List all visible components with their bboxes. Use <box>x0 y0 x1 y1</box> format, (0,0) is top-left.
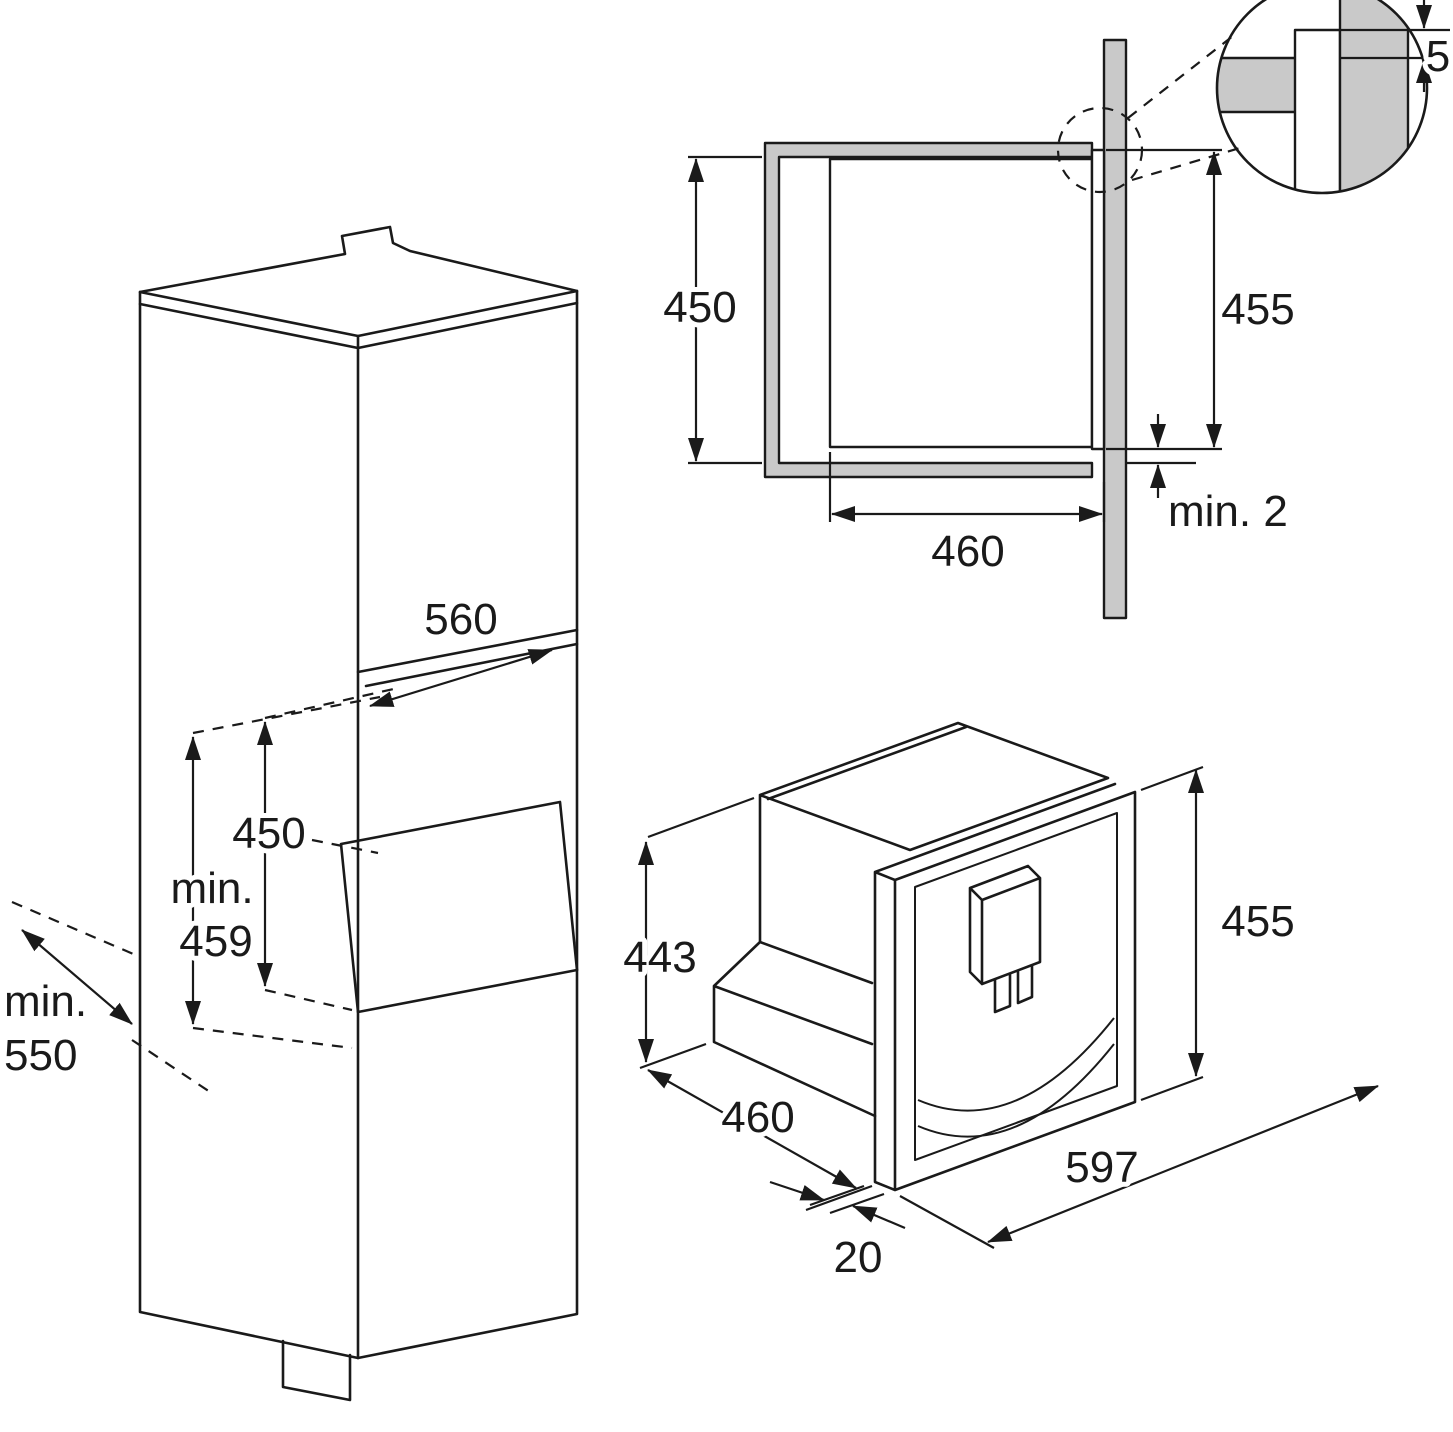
dim-label-section-455: 455 <box>1221 285 1294 334</box>
niche-shelf <box>339 800 579 1014</box>
dim-min-depth-ext-top <box>11 900 139 958</box>
gap-detail-circle-outline <box>1215 0 1429 195</box>
dim-label-niche-height: 450 <box>232 809 305 858</box>
dim-section-455-exts <box>1106 148 1222 451</box>
dim-label-min-depth-line1: min. <box>4 977 87 1026</box>
appliance-body-section <box>828 157 1094 449</box>
dim-label-front-width: 597 <box>1065 1143 1138 1192</box>
dim-20-exts <box>809 1184 885 1215</box>
dim-20-arrow-left <box>769 1180 825 1202</box>
dim-label-min-depth-line2: 550 <box>4 1031 77 1080</box>
furniture-front-panel-section <box>1102 38 1128 620</box>
figure-cabinet-isometric: 560 450 min. 459 min. 550 <box>0 225 579 1402</box>
dim-min-height-ext-top <box>192 695 381 735</box>
figure-gap-detail: 5 <box>1215 0 1453 195</box>
cabinet-plinth-notch <box>281 1339 352 1402</box>
appliance-body <box>712 721 1110 1118</box>
dim-label-body-depth: 460 <box>721 1093 794 1142</box>
drip-tray-curves <box>917 1017 1115 1138</box>
dim-gap5-exts <box>1340 28 1450 60</box>
dim-20-arrow-right <box>852 1204 906 1230</box>
dim-min-height-ext-bottom <box>192 1026 353 1050</box>
appliance-front-lip-section <box>1090 148 1106 451</box>
dim-455-exts <box>1140 765 1204 1102</box>
dim-label-front-thickness: 20 <box>834 1233 883 1282</box>
detail-leader-lines <box>1127 31 1241 182</box>
dim-label-niche-width: 560 <box>424 595 497 644</box>
figure-appliance-isometric: 443 460 455 597 20 <box>618 721 1379 1287</box>
dim-label-section-450: 450 <box>663 283 736 332</box>
detail-appliance-front-lip <box>1293 28 1342 192</box>
dim-min-depth-arrow <box>21 929 133 1025</box>
dim-label-gap5: 5 <box>1426 32 1450 81</box>
dim-section-450-exts <box>688 155 762 465</box>
dim-min-depth-ext-bottom <box>131 1039 211 1093</box>
niche-walls-section <box>763 141 1094 479</box>
dim-label-front-height: 455 <box>1221 897 1294 946</box>
coffee-dispenser <box>968 864 1042 1014</box>
cabinet-outline <box>138 225 579 1360</box>
dim-label-section-460: 460 <box>931 527 1004 576</box>
dim-label-body-height: 443 <box>623 933 696 982</box>
dim-label-min2: min. 2 <box>1168 487 1288 536</box>
dim-597-ext <box>899 1195 995 1249</box>
figure-niche-cross-section: 450 455 460 min. 2 <box>658 31 1300 620</box>
dim-niche-width-arrow <box>369 648 553 708</box>
dim-443-exts <box>639 796 755 1070</box>
dim-niche-height-ext-bottom <box>264 988 353 1012</box>
dim-section-460-exts <box>828 452 1106 522</box>
dim-label-min-height-line1: min. <box>170 864 253 913</box>
dim-597-arrow <box>987 1084 1379 1244</box>
dim-label-min-height-line2: 459 <box>179 917 252 966</box>
dim-460-ext <box>805 1184 873 1212</box>
dim-460-arrow <box>647 1069 857 1189</box>
dim-niche-height-ext-top <box>264 686 399 720</box>
